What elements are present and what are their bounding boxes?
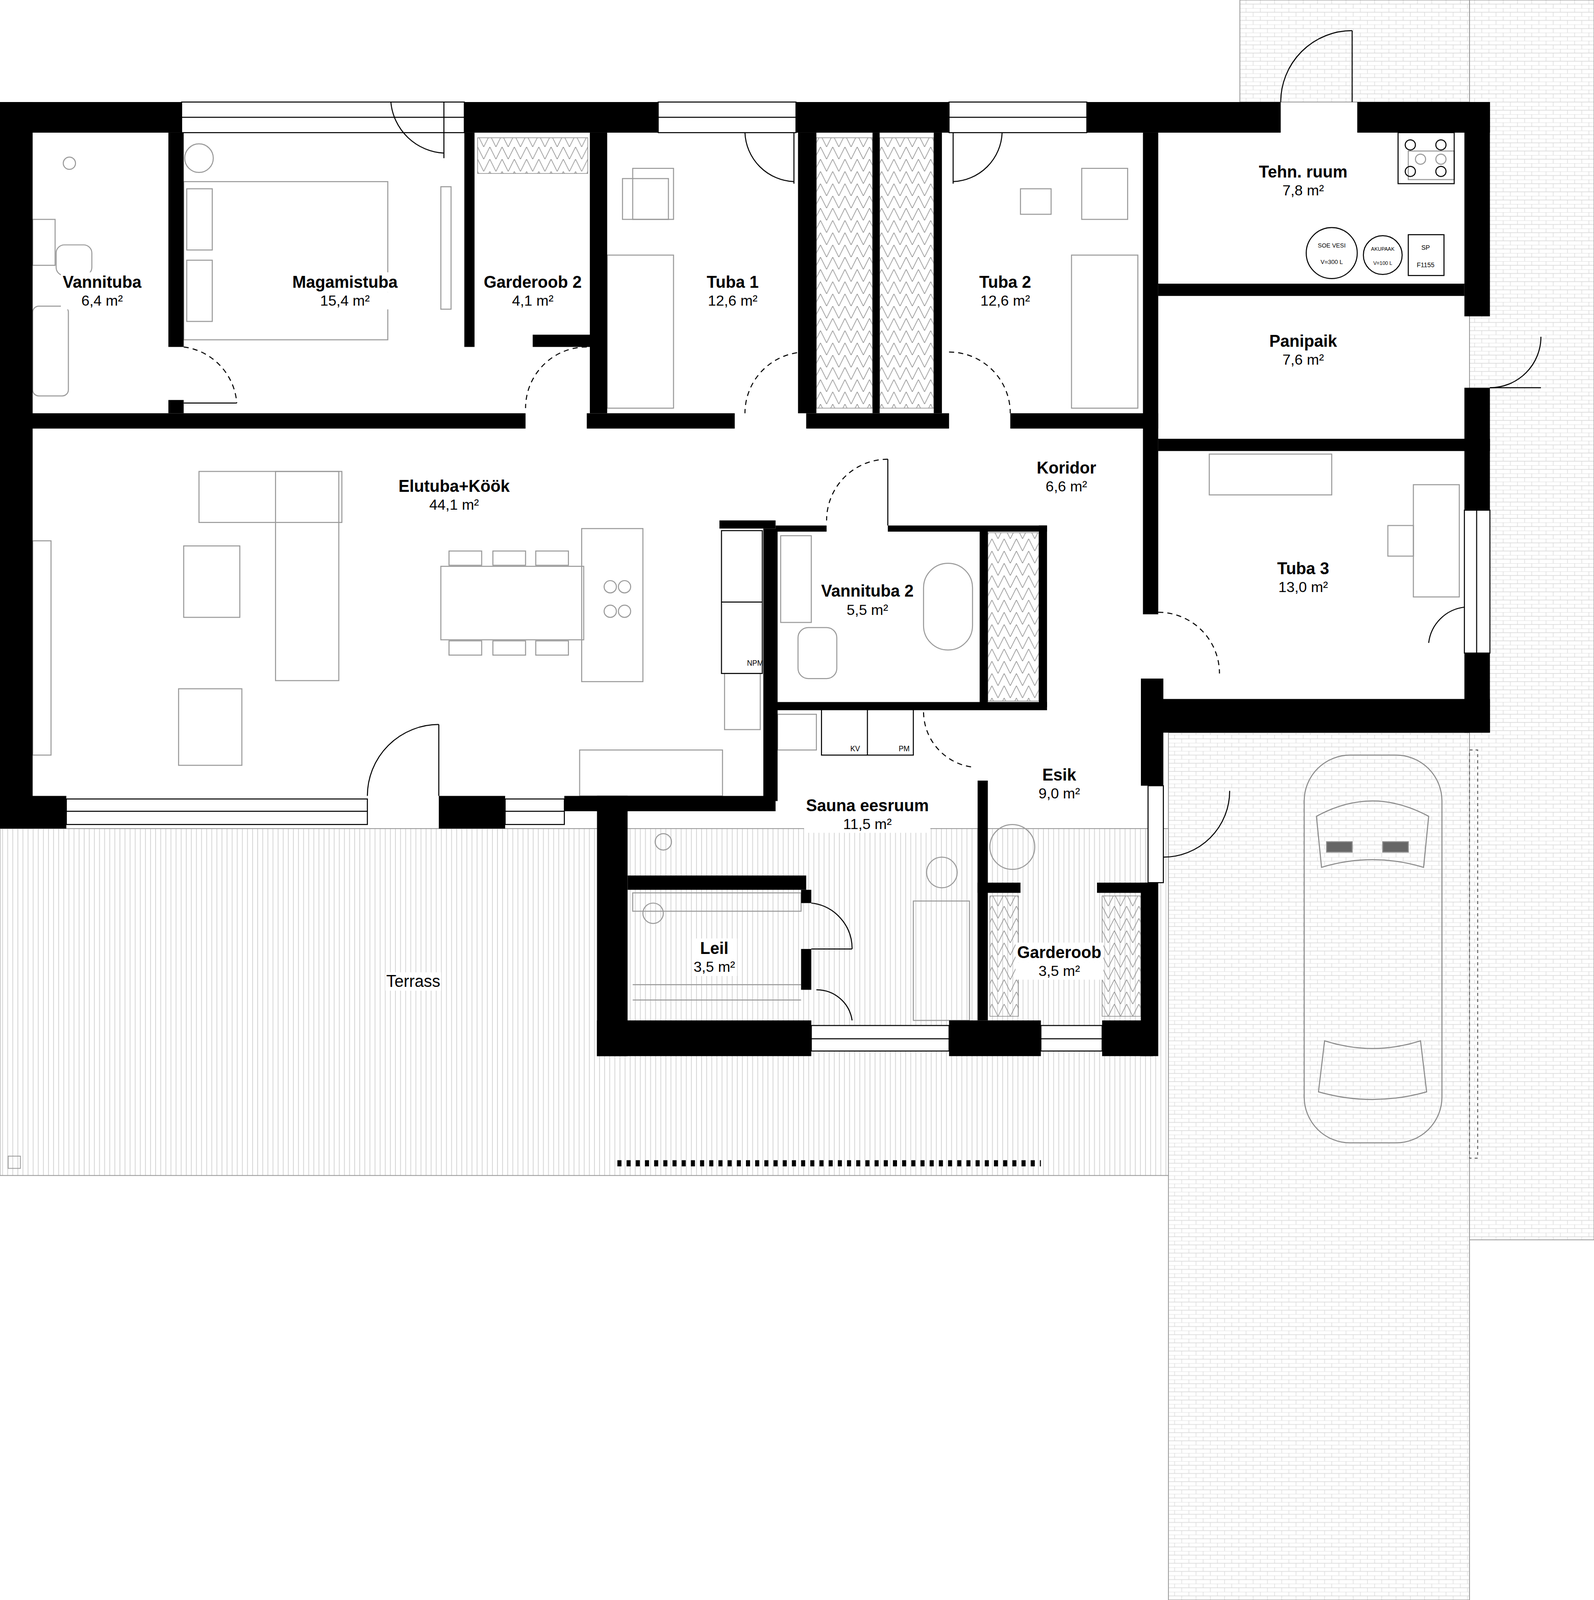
room-label: Vannituba 25,5 m² <box>817 579 918 622</box>
room-label: Sauna eesruum11,5 m² <box>802 794 933 836</box>
room-label: Koridor6,6 m² <box>1032 456 1100 498</box>
plan-label: Terrass <box>385 972 442 992</box>
room-label: Tuba 212,6 m² <box>975 270 1035 312</box>
room-name: Garderoob 2 <box>481 272 584 292</box>
room-label: Panipaik7,6 m² <box>1265 329 1341 371</box>
room-area: 4,1 m² <box>481 291 584 310</box>
room-name: Vannituba 2 <box>819 581 916 602</box>
room-area: 6,4 m² <box>60 291 144 310</box>
room-name: Tuba 2 <box>977 272 1033 292</box>
room-area: 12,6 m² <box>977 291 1033 310</box>
room-name: Tehn. ruum <box>1257 162 1350 182</box>
room-area: 9,0 m² <box>1036 784 1082 803</box>
room-name: Elutuba+Köök <box>396 476 512 497</box>
room-name: Magamistuba <box>290 272 400 292</box>
room-label: Garderoob3,5 m² <box>1013 940 1106 983</box>
room-area: 13,0 m² <box>1275 578 1331 597</box>
room-label: Tuba 313,0 m² <box>1273 557 1333 599</box>
plan-label: F1155 <box>1415 261 1436 269</box>
room-label: Elutuba+Köök44,1 m² <box>394 474 514 516</box>
plan-label: V=300 L <box>1319 259 1345 266</box>
room-area: 11,5 m² <box>804 815 931 833</box>
room-area: 15,4 m² <box>290 291 400 310</box>
room-area: 3,5 m² <box>691 958 738 976</box>
plan-label: V=100 L <box>1372 260 1394 266</box>
plan-label: KV <box>849 745 861 754</box>
room-area: 44,1 m² <box>396 496 512 514</box>
room-name: Tuba 3 <box>1275 559 1331 579</box>
room-area: 5,5 m² <box>819 601 916 619</box>
room-label: Esik9,0 m² <box>1034 763 1084 805</box>
room-name: Garderoob <box>1015 942 1104 963</box>
room-area: 12,6 m² <box>704 291 761 310</box>
room-label: Leil3,5 m² <box>690 936 740 979</box>
room-label: Garderoob 24,1 m² <box>480 270 586 312</box>
room-area: 6,6 m² <box>1034 477 1098 496</box>
room-name: Vannituba <box>60 272 144 292</box>
room-label: Tuba 112,6 m² <box>702 270 762 312</box>
room-label: Vannituba6,4 m² <box>59 270 146 312</box>
room-area: 7,8 m² <box>1257 181 1350 200</box>
room-name: Esik <box>1036 765 1082 785</box>
room-label: Tehn. ruum7,8 m² <box>1255 160 1351 202</box>
room-area: 7,6 m² <box>1267 351 1339 369</box>
plan-label: PM <box>897 745 911 754</box>
plan-label: SP <box>1420 244 1432 252</box>
room-area: 3,5 m² <box>1015 962 1104 980</box>
room-name: Leil <box>691 938 738 959</box>
plan-label: SOE VESI <box>1317 242 1347 249</box>
room-name: Koridor <box>1034 458 1098 478</box>
room-label: Magamistuba15,4 m² <box>288 270 402 312</box>
plan-label: NPM <box>745 659 765 668</box>
plan-label: AKUPAAK <box>1370 246 1396 252</box>
room-name: Tuba 1 <box>704 272 761 292</box>
room-name: Panipaik <box>1267 331 1339 352</box>
room-name: Sauna eesruum <box>804 795 931 816</box>
